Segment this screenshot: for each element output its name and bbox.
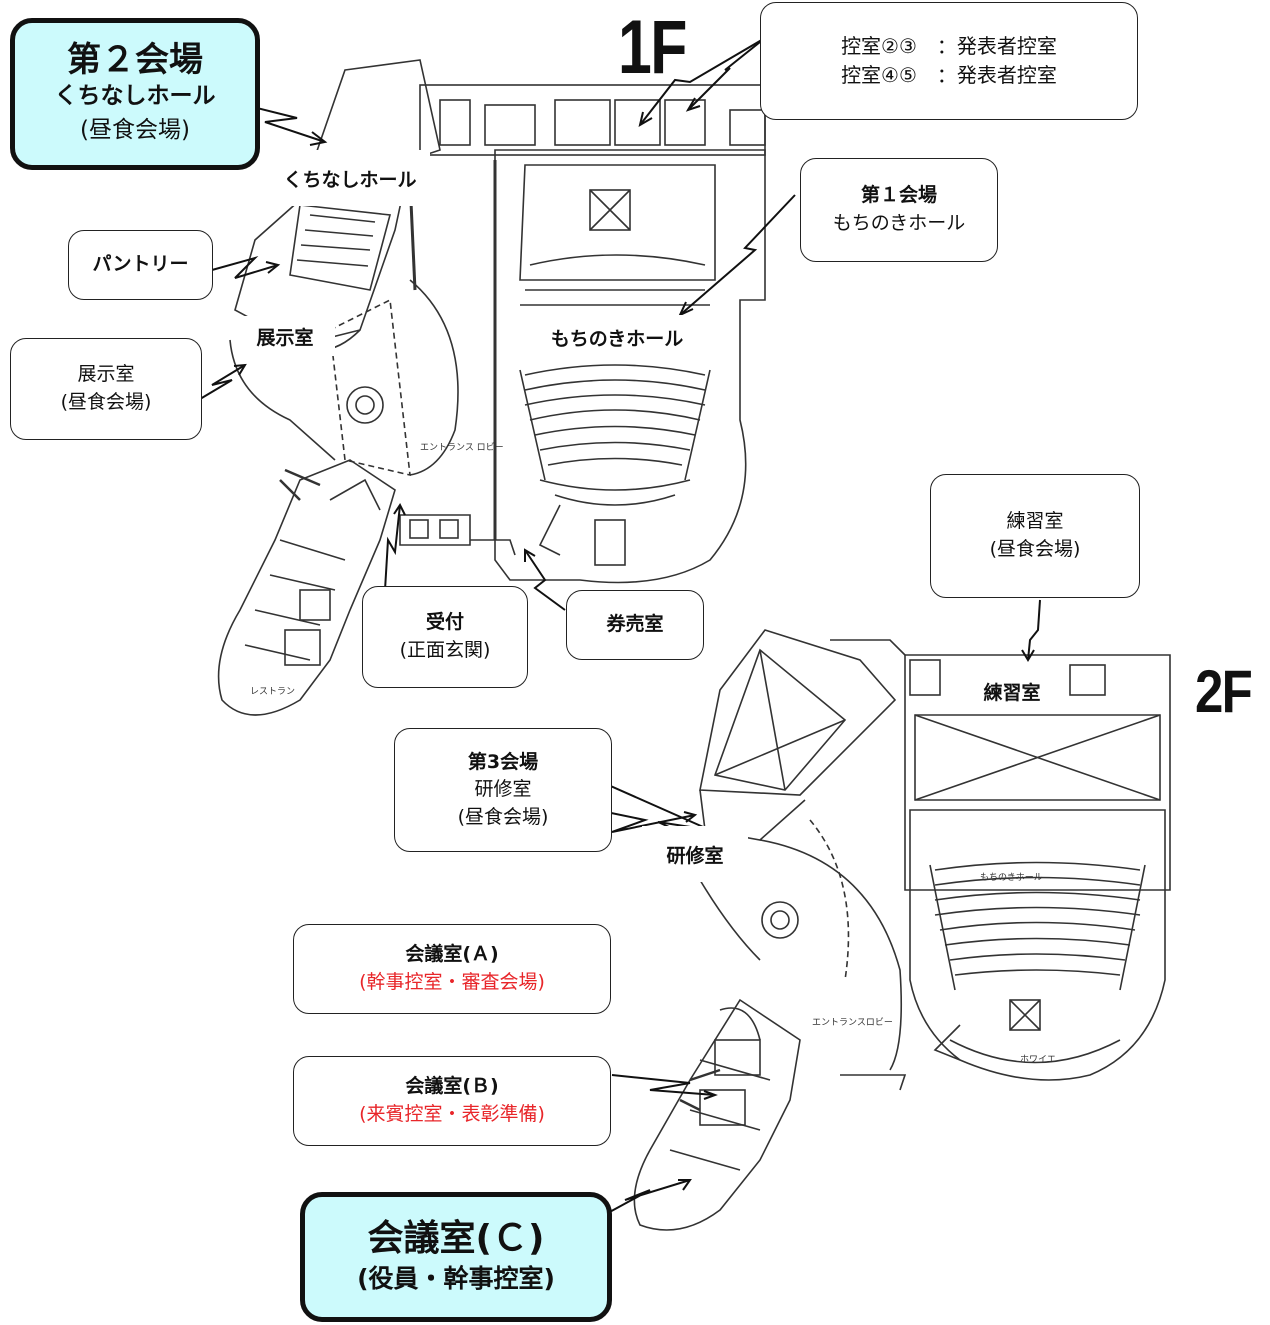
venue1-title: 第１会場 (860, 184, 937, 207)
meeting-a-sub: (幹事控室・審査会場) (359, 971, 545, 993)
ticket-callout: 券売室 (566, 590, 704, 660)
exhibit-sub: (昼食会場) (60, 391, 152, 413)
venue2-title: 第２会場 (67, 40, 203, 81)
practice-callout: 練習室 (昼食会場) (930, 474, 1140, 598)
plan-label-entrance-lobby-2f: エントランスロビー (812, 1017, 893, 1028)
waiting-rooms-line1: 控室②③ ：発表者控室 (841, 34, 1057, 58)
venue3-name: 研修室 (474, 778, 532, 801)
venue3-sub: (昼食会場) (457, 805, 549, 828)
plan-label-entrance-lobby-1f: エントランス ロビー (420, 442, 504, 453)
plan-label-foyer: ホワイエ (1020, 1054, 1056, 1065)
reception-sub: (正面玄関) (399, 639, 491, 661)
waiting-rooms-callout: 控室②③ ：発表者控室 控室④⑤ ：発表者控室 (760, 2, 1138, 120)
meeting-c-name: 会議室(Ｃ) (367, 1218, 545, 1260)
floor-plan-2f (633, 629, 1171, 1231)
meeting-b-callout: 会議室(Ｂ) (来賓控室・表彰準備) (293, 1056, 611, 1146)
ticket-label: 券売室 (606, 613, 664, 636)
map-tag-mochinoki: もちのきホール (527, 315, 707, 359)
meeting-a-name: 会議室(Ａ) (405, 943, 499, 966)
plan-label-mochinoki-2f: もちのきホール (980, 872, 1043, 883)
meeting-c-sub: (役員・幹事控室) (357, 1264, 555, 1294)
exhibit-callout: 展示室 (昼食会場) (10, 338, 202, 440)
reception-name: 受付 (425, 611, 464, 634)
pointer-arrows (189, 37, 1041, 1221)
pantry-label: パントリー (92, 253, 189, 276)
practice-sub: (昼食会場) (989, 538, 1081, 560)
floor-label-1f: 1F (618, 5, 687, 90)
pantry-callout: パントリー (68, 230, 213, 300)
meeting-a-callout: 会議室(Ａ) (幹事控室・審査会場) (293, 924, 611, 1014)
venue2-sub: (昼食会場) (80, 116, 190, 143)
map-tag-training: 研修室 (642, 826, 748, 882)
reception-callout: 受付 (正面玄関) (362, 586, 528, 688)
meeting-c-callout: 会議室(Ｃ) (役員・幹事控室) (300, 1192, 612, 1322)
meeting-b-name: 会議室(Ｂ) (405, 1075, 499, 1098)
venue1-callout: 第１会場 もちのきホール (800, 158, 998, 262)
map-tag-exhibit: 展示室 (235, 316, 335, 356)
map-tag-practice: 練習室 (962, 670, 1062, 712)
venue3-title: 第3会場 (467, 750, 539, 773)
map-tag-kuchinashi: くちなしホール (270, 150, 430, 206)
practice-name: 練習室 (1006, 510, 1064, 533)
venue3-callout: 第3会場 研修室 (昼食会場) (394, 728, 612, 852)
plan-labels: レストラン エントランス ロビー エントランスロビー もちのきホール ホワイエ (250, 442, 1056, 1065)
meeting-b-sub: (来賓控室・表彰準備) (359, 1103, 545, 1125)
floor-plan-1f (217, 59, 766, 716)
floor-label-2f: 2F (1195, 658, 1253, 725)
venue2-callout: 第２会場 くちなしホール (昼食会場) (10, 18, 260, 170)
venue2-hall: くちなしホール (54, 83, 216, 110)
venue1-hall: もちのきホール (832, 212, 966, 234)
plan-label-restaurant: レストラン (250, 686, 295, 697)
exhibit-name: 展示室 (77, 363, 135, 386)
waiting-rooms-line2: 控室④⑤ ：発表者控室 (841, 63, 1057, 87)
